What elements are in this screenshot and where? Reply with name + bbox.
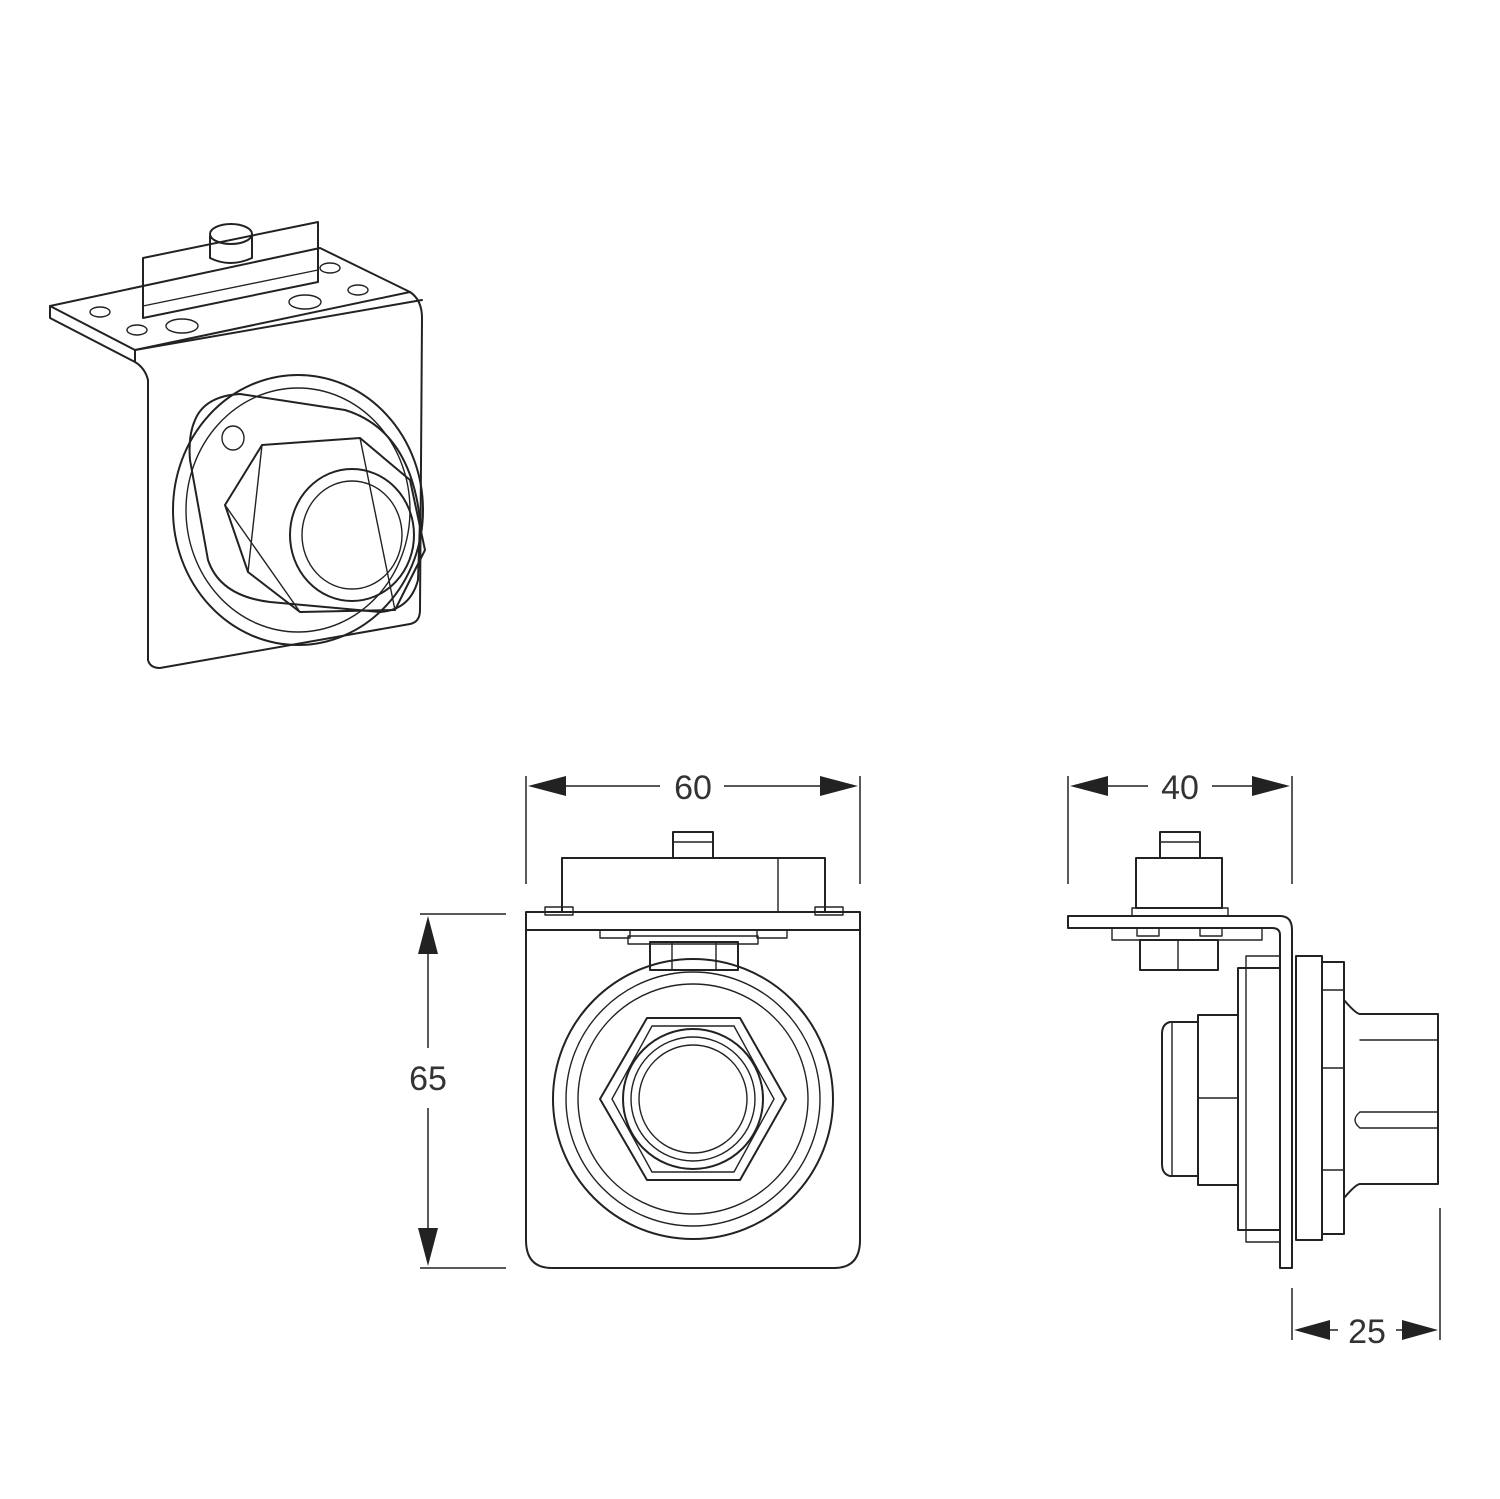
dimension-side-depth: 25 <box>1291 1208 1441 1351</box>
dimension-label-60: 60 <box>674 769 712 807</box>
dimension-front-width: 60 <box>525 769 861 884</box>
dimension-side-width: 40 <box>1067 769 1293 884</box>
side-view <box>1067 831 1439 1269</box>
dimension-label-40: 40 <box>1161 769 1199 807</box>
isometric-view <box>49 221 426 669</box>
dimension-label-65: 65 <box>409 1060 447 1098</box>
front-view <box>525 831 861 1269</box>
dimension-front-height: 65 <box>409 913 506 1269</box>
dimension-label-25: 25 <box>1348 1313 1386 1351</box>
